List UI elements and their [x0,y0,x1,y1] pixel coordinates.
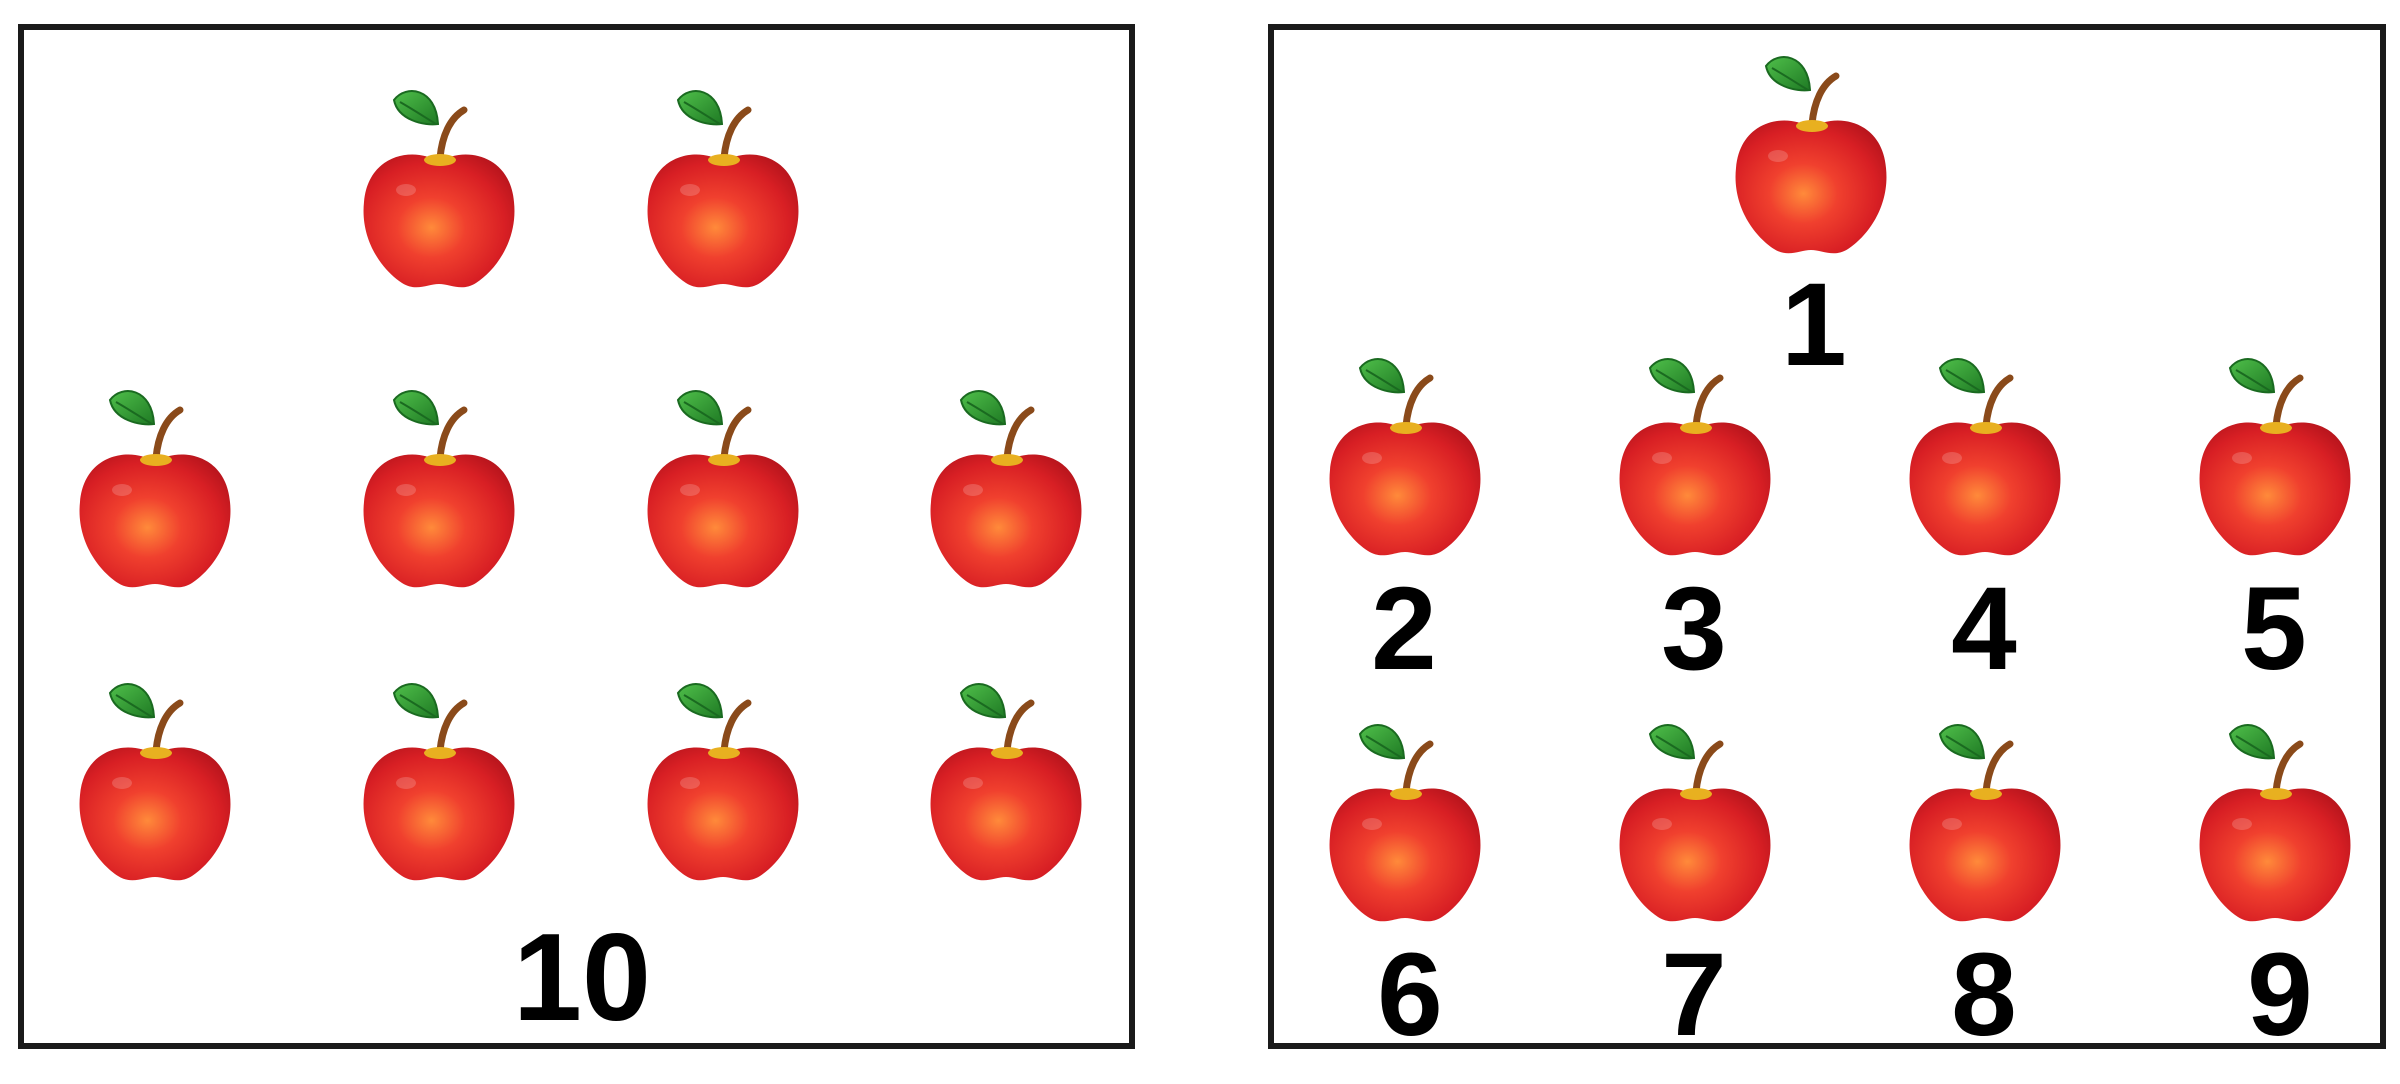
apple-icon [2190,348,2360,561]
apple-icon [638,80,808,293]
left-panel: 10 [18,24,1135,1049]
apple-icon [2190,714,2360,927]
count-label: 7 [1661,929,1727,1061]
count-label: 6 [1377,929,1443,1061]
count-label: 2 [1371,563,1437,695]
apple-icon [1610,348,1780,561]
right-panel: 1 2 3 4 5 6 7 8 9 [1268,24,2386,1054]
count-label: 3 [1661,563,1727,695]
apple-icon [1320,348,1490,561]
apple-icon [354,380,524,593]
apple-icon [638,673,808,886]
count-label: 1 [1781,259,1847,391]
apple-icon [1726,46,1896,259]
apple-icon [1900,348,2070,561]
total-count-label: 10 [513,909,651,1047]
apple-icon [70,673,240,886]
count-label: 5 [2241,563,2307,695]
apple-icon [638,380,808,593]
apple-icon [1900,714,2070,927]
apple-icon [1610,714,1780,927]
apple-icon [70,380,240,593]
count-label: 8 [1951,929,2017,1061]
apple-icon [1320,714,1490,927]
apple-icon [921,380,1091,593]
apple-icon [354,673,524,886]
count-label: 4 [1951,563,2017,695]
count-label: 9 [2247,929,2313,1061]
apple-icon [354,80,524,293]
apple-icon [921,673,1091,886]
